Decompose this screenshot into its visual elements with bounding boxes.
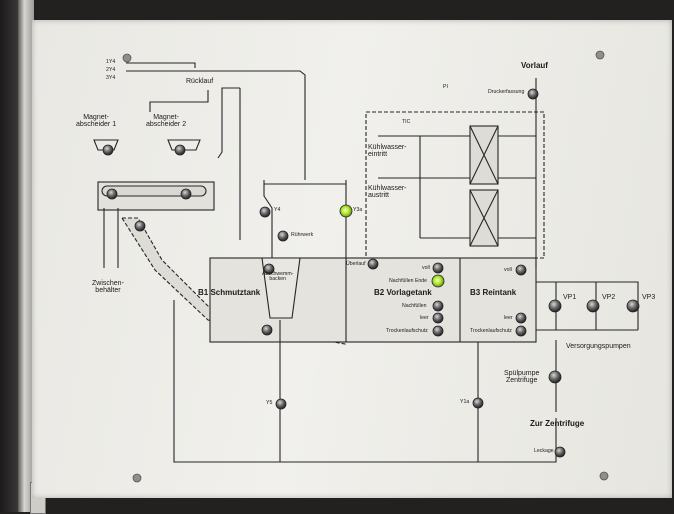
switch-magnet-2a[interactable] [174,144,186,156]
label-b2-trockenlaufschutz: Trockenlaufschutz [386,328,428,334]
return-line [149,90,209,112]
label-ruehrwerk: Rührwerk [291,232,314,238]
switch-ruehrwerk[interactable] [277,230,289,242]
switch-magnet-1a[interactable] [102,144,114,156]
label-y1a: Y1a [460,399,470,405]
separator-2-shape [167,139,201,151]
switch-abschwemm-bottom[interactable] [261,324,273,336]
switch-b3-leer[interactable] [515,312,527,324]
label-zur-zentrifuge: Zur Zentrifuge [530,419,585,428]
label-magnetabscheider-2: Magnet-abscheider 2 [146,114,187,129]
label-b3-leer: leer [504,315,513,321]
label-b2-leer: leer [420,315,429,321]
switch-magnet-1b[interactable] [106,188,118,200]
label-nachfuellen: Nachfüllen [402,303,427,309]
switch-abschwemm-top[interactable] [263,263,275,275]
label-abschwemm-backen: Abschwemm-backen [262,271,294,283]
switch-leckage[interactable] [554,446,566,458]
label-druckerfassung: Druckerfassung [488,89,525,95]
label-vp3: VP3 [642,294,656,301]
cable-2y4 [126,70,306,180]
label-b3-voll: voll [504,267,512,273]
switch-magnet-2b[interactable] [180,188,192,200]
label-vp1: VP1 [563,294,577,301]
screw-top-left [122,53,132,63]
heat-exchanger-1-cross [469,125,499,185]
label-3y4: 3Y4 [106,75,116,81]
label-ueberlauf: Überlauf [346,261,366,267]
label-y3a: Y3a [353,207,363,213]
heat-exchanger-2-cross [469,189,499,247]
label-magnetabscheider-1: Magnet-abscheider 1 [76,114,117,129]
separator-1-shape [93,139,119,151]
cable-1y4 [126,62,196,68]
switch-b2-nachfuellen[interactable] [432,300,444,312]
switch-b2-trockenlauf[interactable] [432,325,444,337]
supply-loop [217,87,240,159]
label-tic: TIC [402,119,411,125]
label-kuehlwasser-austritt: Kühlwasser-austritt [368,185,407,200]
switch-spuelpumpe[interactable] [548,370,562,384]
switch-vp2[interactable] [586,299,600,313]
switch-ueberlauf[interactable] [367,258,379,270]
switch-b2-leer[interactable] [432,312,444,324]
screw-top-right [595,50,605,60]
label-y4: Y4 [274,207,281,213]
label-b3-reintank: B3 Reintank [470,288,517,297]
switch-druckerfassung[interactable] [527,88,539,100]
screw-bottom-right [599,471,609,481]
label-b2-voll: voll [422,265,430,271]
conveyor-belt [101,185,207,197]
label-vorlauf: Vorlauf [521,61,548,70]
switch-vp3[interactable] [626,299,640,313]
label-b2-vorlagetank: B2 Vorlagetank [374,288,432,297]
screw-bottom-left [132,473,142,483]
bottom-circuit [173,300,557,463]
switch-y1a[interactable] [472,397,484,409]
label-2y4: 2Y4 [106,67,116,73]
pump-header [536,281,639,330]
switch-b3-trockenlauf[interactable] [515,325,527,337]
switch-y5[interactable] [275,398,287,410]
label-kuehlwasser-eintritt: Kühlwasser-eintritt [368,144,407,159]
label-leckage: Leckage [534,448,554,454]
ruehrwerk-tank [263,180,347,259]
switch-y4[interactable] [259,206,271,218]
switch-vp1[interactable] [548,299,562,313]
lamp-y3a [339,204,353,218]
switch-b3-voll[interactable] [515,264,527,276]
cabinet-strip [18,0,34,512]
switch-b2-voll[interactable] [432,262,444,274]
label-ruecklauf: Rücklauf [186,78,214,85]
label-nachfuellen-ende: Nachfüllen Ende [389,278,428,284]
label-b3-trockenlaufschutz: Trockenlaufschutz [470,328,512,334]
label-versorgungspumpen: Versorgungspumpen [566,343,631,350]
label-y5: Y5 [266,400,273,406]
lamp-nachfuellen-ende [431,274,445,288]
label-pi: PI [443,84,448,90]
label-b1-schmutztank: B1 Schmutztank [198,288,261,297]
label-zwischenbehaelter: Zwischen-behälter [92,280,124,295]
switch-schmutz-chute[interactable] [134,220,146,232]
label-1y4: 1Y4 [106,59,116,65]
label-vp2: VP2 [602,294,616,301]
